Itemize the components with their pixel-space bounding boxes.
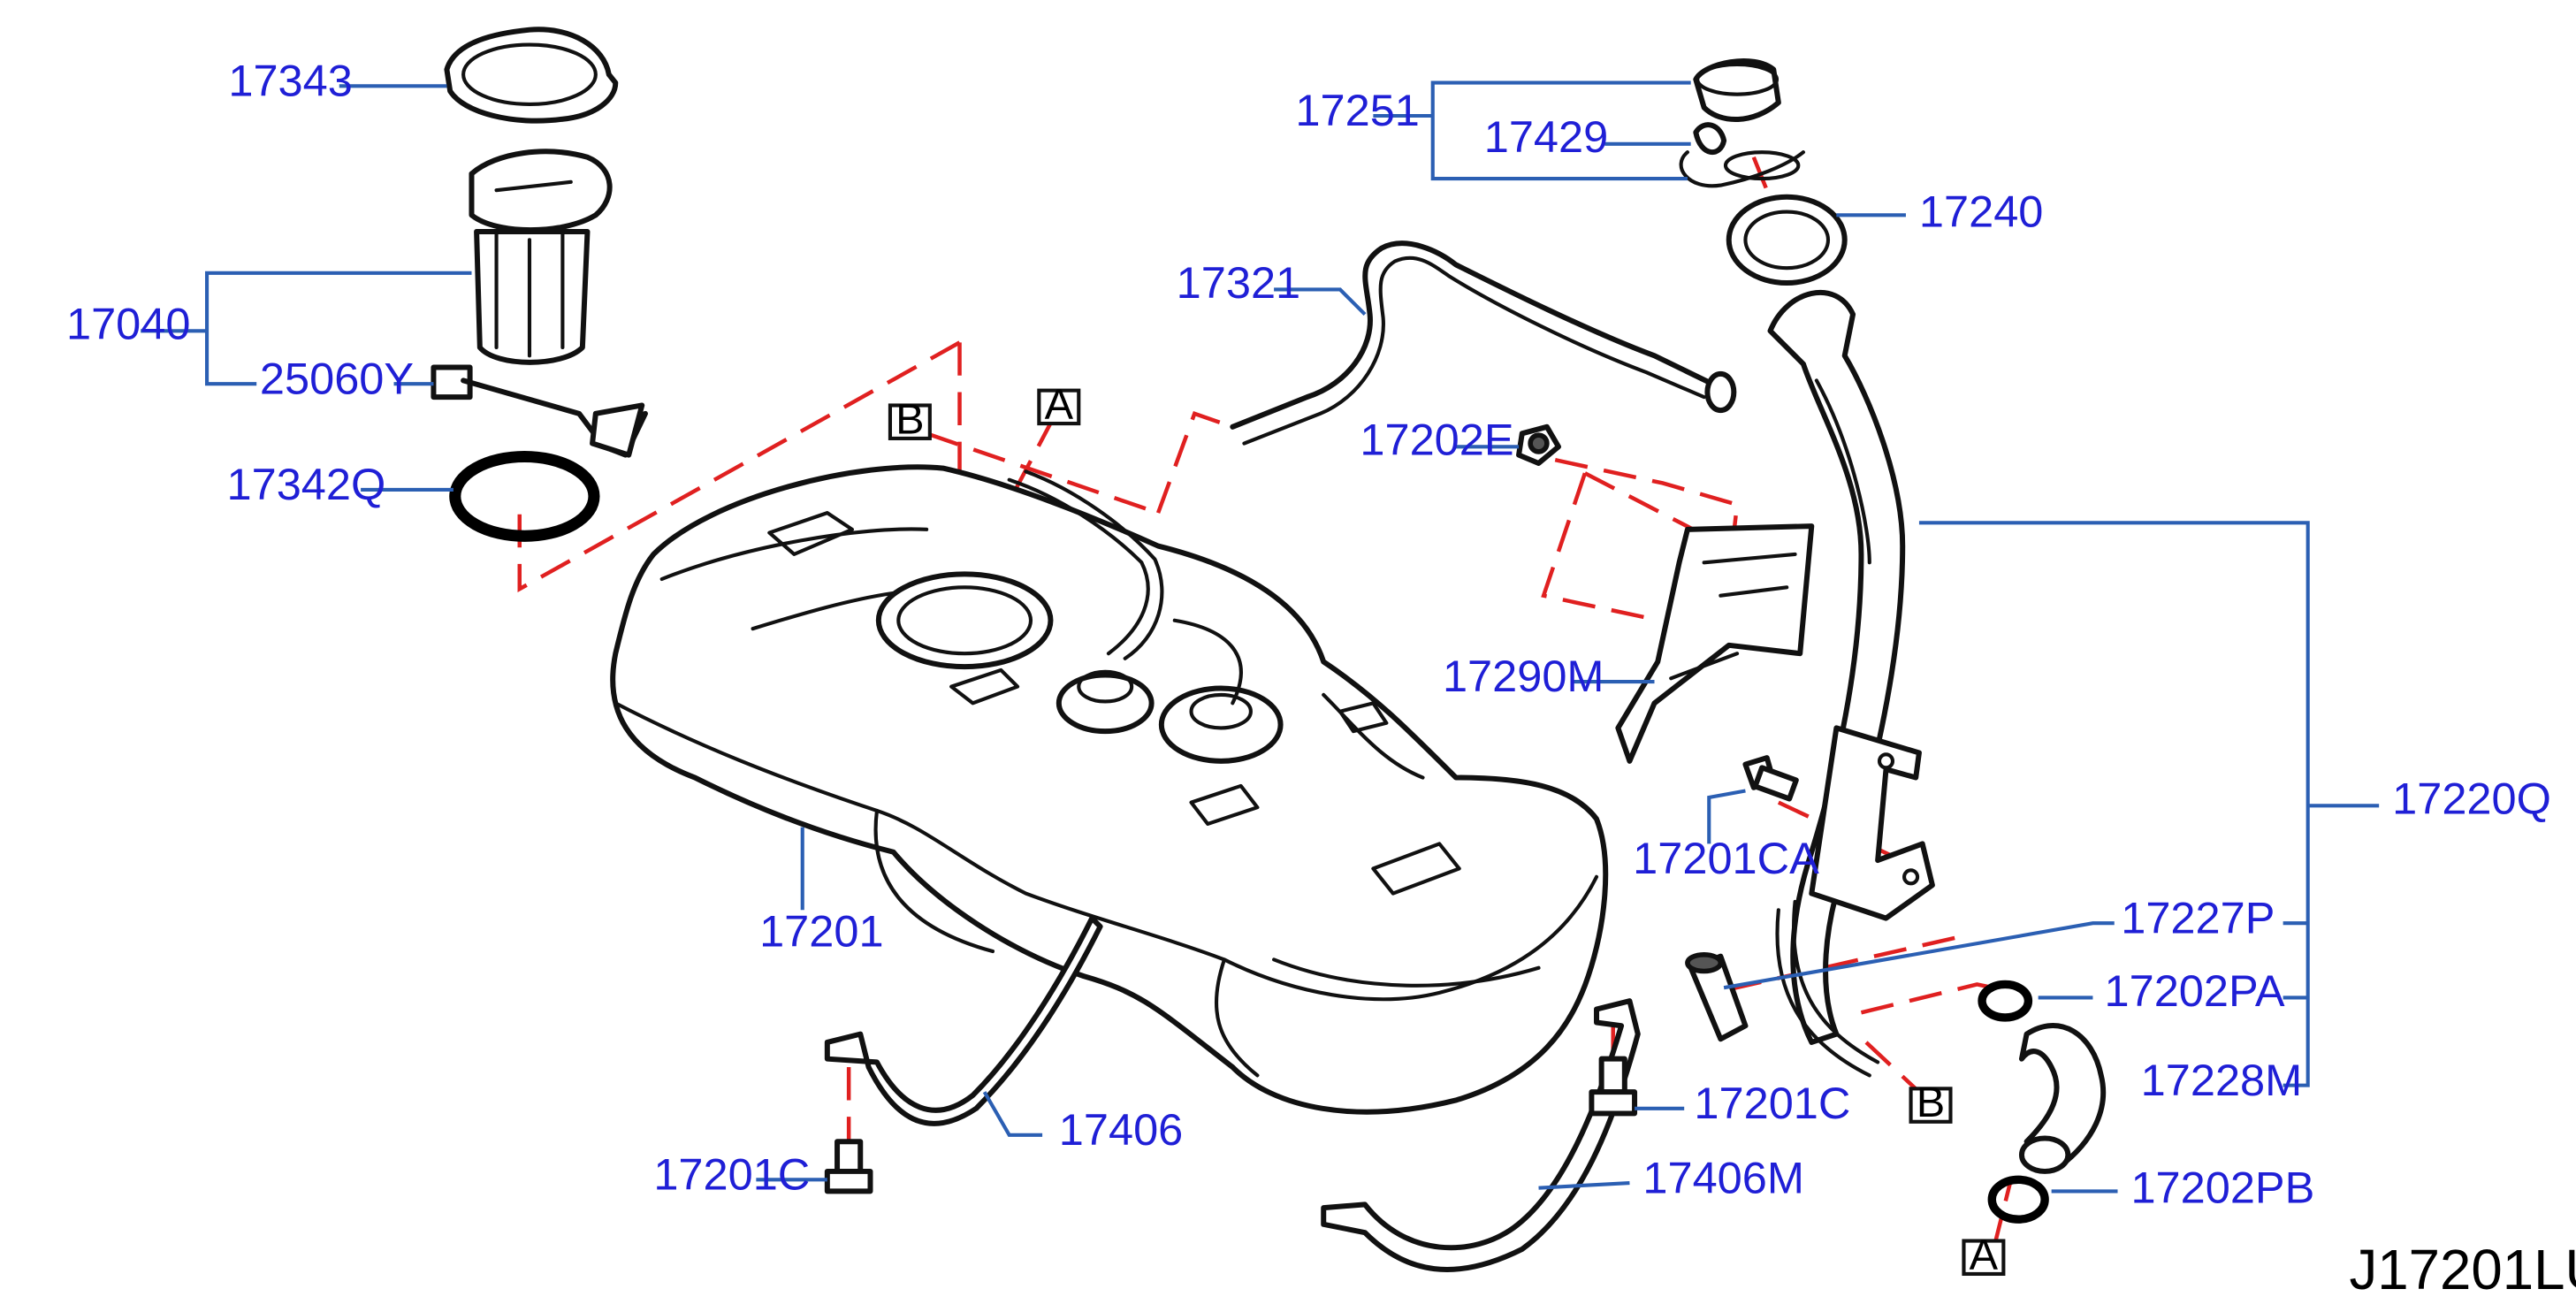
ref-box-b-lower: B [1909, 1079, 1953, 1126]
fuel-tank [610, 464, 1609, 1115]
label-bolt-right: 17201C [1694, 1078, 1850, 1128]
label-pump-module: 17040 [66, 299, 190, 349]
label-band-left: 17406 [1059, 1104, 1183, 1155]
vent-valve [1685, 951, 1749, 1042]
bolt-left [824, 1139, 873, 1194]
label-clamp-upper: 17202PA [2105, 965, 2285, 1016]
tank-band-right [1321, 998, 1641, 1272]
bolt-right [1589, 1056, 1638, 1117]
ref-b-lower: B [1917, 1079, 1945, 1126]
label-gauge-unit: 25060Y [260, 353, 414, 403]
filler-tube [1767, 289, 1935, 1078]
ref-b-top: B [896, 395, 924, 443]
ref-a-top: A [1045, 380, 1074, 428]
diagram-code: J17201LU [2349, 1239, 2576, 1301]
label-cap-tether: 17429 [1484, 111, 1608, 162]
ref-a-lower: A [1970, 1231, 1999, 1278]
label-fuel-tank: 17201 [759, 905, 883, 956]
label-band-right: 17406M [1642, 1152, 1804, 1202]
label-bolt-17201CA: 17201CA [1633, 833, 1819, 883]
label-vent-valve: 17227P [2121, 892, 2275, 942]
tank-band-left [824, 915, 1103, 1126]
pump-o-ring [449, 450, 600, 542]
label-lock-ring: 17343 [228, 56, 352, 106]
ref-box-b-top: B [888, 395, 932, 443]
lock-ring [444, 27, 619, 124]
protector [1615, 523, 1815, 764]
cap-tether [1679, 122, 1805, 188]
label-filler-cap-assy: 17251 [1295, 85, 1419, 135]
filler-cap [1693, 57, 1781, 123]
label-filler-tube-assy: 17220Q [2392, 774, 2551, 824]
bolt-17202E [1516, 423, 1561, 466]
part-labels: 17343 17040 25060Y 17342Q 17321 17251 17… [66, 56, 2551, 1213]
label-bolt-17202E: 17202E [1360, 415, 1513, 465]
label-clamp-lower: 17202PB [2130, 1162, 2314, 1212]
label-filler-ring: 17240 [1919, 186, 2043, 236]
label-bolt-left: 17201C [653, 1149, 810, 1200]
filler-ring [1726, 194, 1848, 286]
hose-17321 [1230, 240, 1737, 446]
bolt-17201CA [1742, 755, 1799, 802]
ref-box-a-top: A [1037, 380, 1081, 428]
label-pump-o-ring: 17342Q [227, 459, 386, 509]
clamp-upper [1978, 980, 2033, 1022]
leader-lines [141, 80, 2380, 1194]
label-hose-17321: 17321 [1177, 257, 1300, 308]
pump-module [431, 149, 648, 458]
ref-box-a-lower: A [1962, 1231, 2006, 1278]
filler-hose [2018, 1023, 2107, 1174]
label-protector: 17290M [1443, 651, 1604, 701]
clamp-lower [1987, 1175, 2049, 1224]
label-filler-hose: 17228M [2141, 1055, 2303, 1105]
